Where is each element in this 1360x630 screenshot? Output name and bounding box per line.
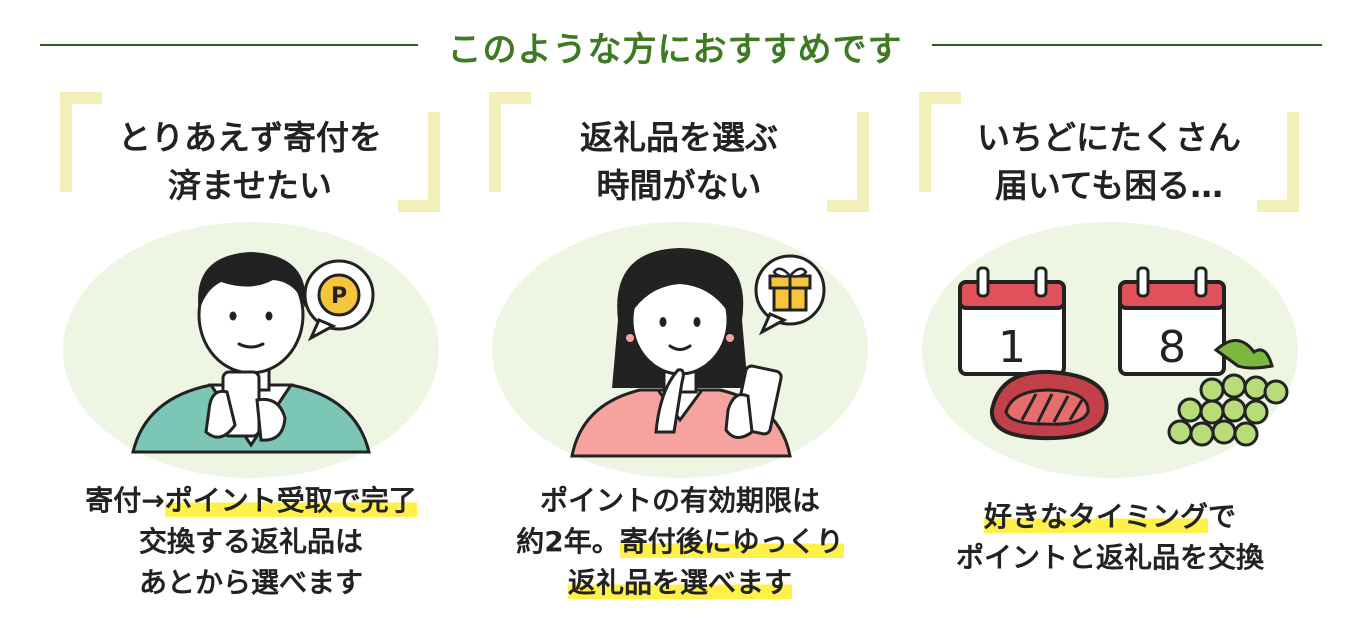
quote-line: とりあえず寄付を xyxy=(118,118,382,157)
desc-highlight: 寄付後にゆっくり xyxy=(619,525,844,558)
desc-line: ポイントの有効期限は xyxy=(465,480,895,521)
desc-line: 約2年。寄付後にゆっくり xyxy=(465,521,895,562)
card-description: 好きなタイミングで ポイントと返礼品を交換 xyxy=(895,496,1325,578)
calendar-day-1: 1 xyxy=(998,322,1026,373)
desc-text: あとから選べます xyxy=(138,566,363,599)
calendar-steak-grapes-icon: 1 8 xyxy=(920,220,1300,480)
woman-with-phone-gift-icon xyxy=(490,220,870,480)
card-description: 寄付→ポイント受取で完了 交換する返礼品は あとから選べます xyxy=(36,480,466,603)
desc-text: で xyxy=(1208,500,1237,533)
open-bracket-icon xyxy=(60,92,102,192)
desc-line: ポイントと返礼品を交換 xyxy=(895,537,1325,578)
calendar-day-8: 8 xyxy=(1158,322,1186,373)
close-bracket-icon xyxy=(827,112,869,212)
header-divider-left xyxy=(40,44,418,46)
quote-line: 届いても困る… xyxy=(994,166,1224,205)
close-bracket-icon xyxy=(398,112,440,212)
quote-box: 返礼品を選ぶ 時間がない xyxy=(489,92,869,212)
desc-text: 寄付→ xyxy=(85,484,165,517)
open-bracket-icon xyxy=(489,92,531,192)
recommend-card-1: とりあえず寄付を 済ませたい xyxy=(36,92,466,622)
close-bracket-icon xyxy=(1257,112,1299,212)
quote-line: 済ませたい xyxy=(167,166,332,205)
point-badge: P xyxy=(331,284,347,309)
card-description: ポイントの有効期限は 約2年。寄付後にゆっくり 返礼品を選べます xyxy=(465,480,895,603)
quote-box: とりあえず寄付を 済ませたい xyxy=(60,92,440,212)
section-title: このような方におすすめです xyxy=(447,30,903,70)
quote-text: とりあえず寄付を 済ませたい xyxy=(60,114,440,210)
quote-text: 返礼品を選ぶ 時間がない xyxy=(489,114,869,210)
desc-line: 返礼品を選べます xyxy=(465,562,895,603)
desc-text: ポイントの有効期限は xyxy=(539,484,820,517)
desc-text: 約2年。 xyxy=(516,525,620,558)
desc-line: あとから選べます xyxy=(36,562,466,603)
man-with-phone-point-icon: P xyxy=(61,220,441,480)
desc-text: ポイントと返礼品を交換 xyxy=(955,541,1264,574)
quote-line: いちどにたくさん xyxy=(977,118,1241,157)
desc-highlight: 好きなタイミング xyxy=(983,500,1208,533)
desc-highlight: ポイント受取で完了 xyxy=(164,484,417,517)
desc-line: 交換する返礼品は xyxy=(36,521,466,562)
quote-line: 返礼品を選ぶ xyxy=(580,118,778,157)
section-header: このような方におすすめです xyxy=(0,18,1360,70)
quote-box: いちどにたくさん 届いても困る… xyxy=(919,92,1299,212)
desc-text: 交換する返礼品は xyxy=(138,525,363,558)
desc-line: 寄付→ポイント受取で完了 xyxy=(36,480,466,521)
recommend-card-3: いちどにたくさん 届いても困る… 1 8 xyxy=(895,92,1325,622)
open-bracket-icon xyxy=(919,92,961,192)
desc-line: 好きなタイミングで xyxy=(895,496,1325,537)
recommend-card-2: 返礼品を選ぶ 時間がない xyxy=(465,92,895,622)
quote-line: 時間がない xyxy=(596,166,762,205)
desc-highlight: 返礼品を選べます xyxy=(567,566,792,599)
quote-text: いちどにたくさん 届いても困る… xyxy=(919,114,1299,210)
header-divider-right xyxy=(932,44,1322,46)
